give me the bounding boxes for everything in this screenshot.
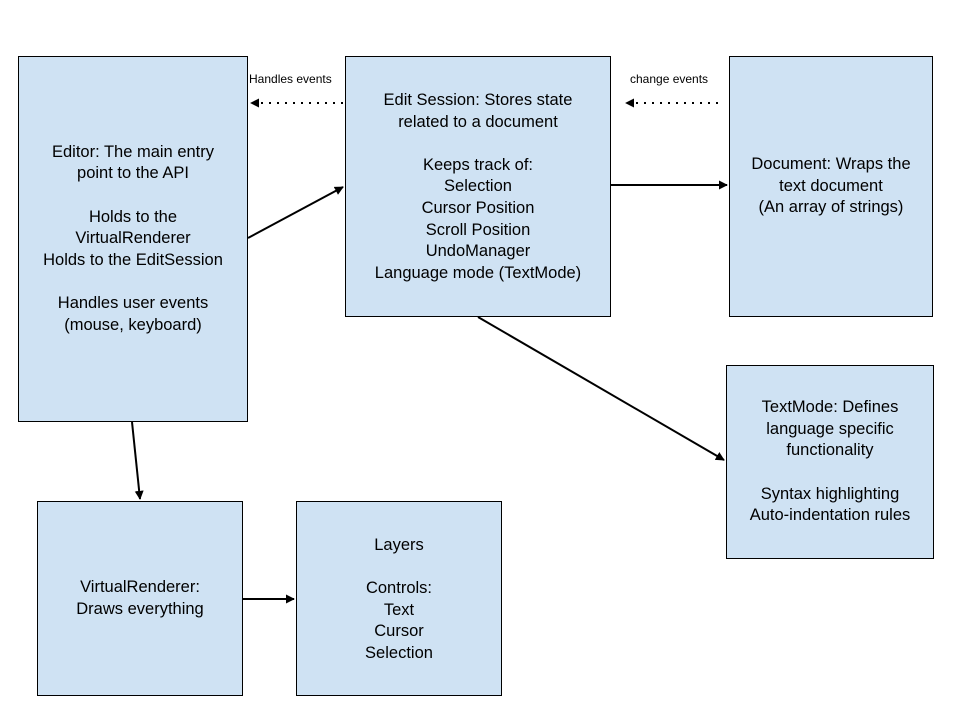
node-text-line: Cursor bbox=[374, 622, 424, 641]
node-text-line bbox=[750, 462, 911, 484]
node-text-line: text document bbox=[779, 176, 883, 195]
node-text-line: Selection bbox=[444, 177, 512, 196]
node-text-line: Scroll Position bbox=[425, 220, 531, 239]
node-editor: Editor: The main entry point to the API Ho… bbox=[18, 56, 248, 422]
node-text-line: Editor: The main entry bbox=[51, 142, 215, 161]
node-text-line: Auto-indentation rules bbox=[749, 506, 911, 525]
edge-editor-to-renderer bbox=[131, 421, 144, 500]
node-text-line: Keeps track of: bbox=[422, 155, 534, 174]
node-text-line: Document: Wraps the bbox=[751, 155, 911, 174]
node-text-line: (An array of strings) bbox=[758, 198, 904, 217]
node-text-line: Handles user events bbox=[57, 293, 209, 312]
node-text-line: Layers bbox=[374, 536, 424, 554]
node-virtual-renderer-text: VirtualRenderer: Draws everything bbox=[76, 577, 203, 620]
edge-label-handles-events: Handles events bbox=[249, 72, 332, 86]
node-text-line: Text bbox=[383, 600, 415, 619]
node-text-line: Holds to the EditSession bbox=[43, 250, 223, 269]
edge-session-to-textmode bbox=[477, 316, 725, 461]
node-text-line: Controls: bbox=[365, 579, 432, 598]
node-document-text: Document: Wraps the text document (An arra… bbox=[751, 154, 910, 219]
node-text-line bbox=[43, 271, 223, 293]
node-text-line: Edit Session: Stores state bbox=[383, 91, 573, 109]
node-text-line: Syntax highlighting bbox=[760, 484, 900, 503]
node-text-line: UndoManager bbox=[425, 242, 531, 261]
node-text-line: Holds to the bbox=[88, 207, 178, 226]
node-text-line: functionality bbox=[786, 441, 874, 460]
node-text-line: TextMode: Defines bbox=[761, 398, 899, 417]
node-text-line: VirtualRenderer bbox=[75, 229, 191, 248]
node-text-line: Draws everything bbox=[76, 599, 204, 618]
node-edit-session-text: Edit Session: Stores state related to a d… bbox=[375, 57, 581, 284]
node-text-line bbox=[365, 557, 433, 579]
node-text-line: language specific bbox=[766, 419, 894, 438]
node-text-line bbox=[43, 185, 223, 207]
node-editor-text: Editor: The main entry point to the API Ho… bbox=[43, 142, 223, 336]
edge-label-change-events: change events bbox=[630, 72, 709, 86]
node-text-line: Cursor Position bbox=[421, 198, 535, 217]
node-virtual-renderer: VirtualRenderer: Draws everything bbox=[37, 501, 243, 696]
node-text-line: related to a document bbox=[398, 112, 558, 131]
node-text-line bbox=[375, 133, 581, 155]
node-text-line: Language mode (TextMode) bbox=[374, 263, 582, 282]
node-text-line: point to the API bbox=[77, 164, 189, 183]
node-document: Document: Wraps the text document (An arra… bbox=[729, 56, 933, 317]
node-textmode: TextMode: Defines language specific functi… bbox=[726, 365, 934, 559]
edge-editor-to-session bbox=[247, 186, 344, 239]
node-textmode-text: TextMode: Defines language specific functi… bbox=[750, 397, 911, 527]
node-text-line: (mouse, keyboard) bbox=[64, 315, 202, 334]
node-text-line: Selection bbox=[365, 643, 433, 662]
node-text-line: VirtualRenderer: bbox=[80, 577, 200, 596]
node-edit-session: Edit Session: Stores state related to a d… bbox=[345, 56, 611, 317]
